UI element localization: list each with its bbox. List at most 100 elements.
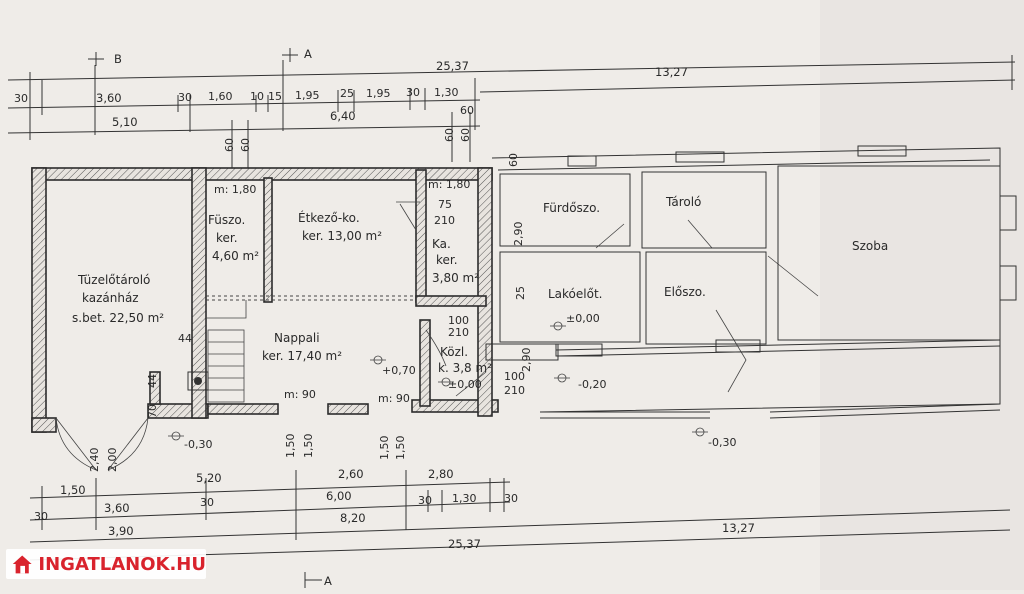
room-nappali-line1: Nappali xyxy=(274,331,320,345)
dim-top-7: 1,95 xyxy=(295,89,320,102)
room-kamra-ceiling: m: 1,80 xyxy=(428,178,470,191)
dim-inner-100b: 100 xyxy=(504,370,525,383)
room-kamra-line1: Ka. xyxy=(432,237,451,251)
watermark-logo: INGATLANOK.HU xyxy=(6,549,206,579)
level-marker-1: +0,70 xyxy=(370,355,416,377)
dim-bottom-h4: 1,50 xyxy=(302,434,315,459)
dim-top-row2-1: 5,10 xyxy=(112,115,138,129)
section-a-bottom-label: A xyxy=(324,574,332,588)
dim-inner-70: 70 xyxy=(146,404,159,418)
svg-text:-0,30: -0,30 xyxy=(708,436,736,449)
level-marker-4: -0,20 xyxy=(554,373,606,391)
dim-bottom-h2: 2,00 xyxy=(106,448,119,473)
dim-window-m90b: m: 90 xyxy=(378,392,410,405)
room-kozl-line1: Közl. xyxy=(440,345,468,359)
dim-mark-3: 60 xyxy=(443,128,456,142)
dim-bottom-r3-2: 3,90 xyxy=(108,524,134,538)
dim-inner-210c: 210 xyxy=(504,384,525,397)
level-markers: +0,70 ±0,00 ±0,00 -0,20 -0,30 -0,30 xyxy=(168,312,736,451)
dim-bottom-r2-6: 30 xyxy=(504,492,518,505)
dim-top-row2-2: 6,40 xyxy=(330,109,356,123)
dim-bottom-h1: 2,40 xyxy=(88,448,101,473)
dim-top-3: 30 xyxy=(178,91,192,104)
dim-top-4: 1,60 xyxy=(208,90,233,103)
dim-bottom-r3-3: 8,20 xyxy=(340,511,366,525)
room-etkezo-line1: Étkező-ko. xyxy=(298,210,360,225)
section-markers: B A A xyxy=(88,47,332,588)
dim-mark-4: 60 xyxy=(459,128,472,142)
dim-top-11: 1,30 xyxy=(434,86,459,99)
dim-mark-6: 60 xyxy=(507,153,520,167)
dim-inner-75: 75 xyxy=(438,198,452,211)
top-dimensions: 25,37 13,27 30 3,60 30 1,60 10 15 1,95 2… xyxy=(7,55,1016,168)
dim-bottom-h5: 1,50 xyxy=(378,436,391,461)
dim-top-8: 25 xyxy=(340,87,354,100)
walls xyxy=(31,167,499,433)
door-swings xyxy=(55,201,819,471)
dim-bottom-r2-3: 6,00 xyxy=(326,489,352,503)
room-kozl-area: k. 3,8 m² xyxy=(438,361,492,375)
dim-inner-44b: 44 xyxy=(146,374,159,388)
dim-bottom-r2-2: 30 xyxy=(200,496,214,509)
dim-bottom-r2-5: 1,30 xyxy=(452,492,477,505)
room-tarolo: Tároló xyxy=(665,195,701,209)
svg-text:-0,30: -0,30 xyxy=(184,438,212,451)
house-icon xyxy=(12,555,32,574)
svg-text:+0,70: +0,70 xyxy=(382,364,416,377)
svg-text:±0,00: ±0,00 xyxy=(566,312,600,325)
dim-top-5: 10 xyxy=(250,90,264,103)
dim-right-top: 13,27 xyxy=(655,65,688,79)
dim-inner-210a: 210 xyxy=(434,214,455,227)
dim-total-top: 25,37 xyxy=(436,59,469,73)
level-marker-5: -0,30 xyxy=(168,431,212,451)
room-labels: Tüzelőtároló kazánház s.bet. 22,50 m² m:… xyxy=(72,178,888,375)
dim-bottom-r2-4: 30 xyxy=(418,494,432,507)
dim-mark-1: 60 xyxy=(223,138,236,152)
room-tuzelo-area: s.bet. 22,50 m² xyxy=(72,311,164,325)
watermark-text: INGATLANOK.HU xyxy=(38,553,206,575)
dim-bottom-r1-3: 2,60 xyxy=(338,467,364,481)
dim-bottom-total: 25,37 xyxy=(448,537,481,551)
level-marker-2: ±0,00 xyxy=(550,312,600,331)
paper-shadow xyxy=(820,0,1024,590)
dim-bottom-r2-1: 3,60 xyxy=(104,501,130,515)
room-tuzelo-line2: kazánház xyxy=(82,291,139,305)
inner-dimensions: 75 210 2,90 25 100 210 2,90 100 210 44 4… xyxy=(146,198,533,418)
room-fuszer-ceiling: m: 1,80 xyxy=(214,183,256,196)
dim-bottom-r1-1: 1,50 xyxy=(60,483,86,497)
dim-top-10: 30 xyxy=(406,86,420,99)
dim-top-1: 30 xyxy=(14,92,28,105)
dim-bottom-r3-1: 30 xyxy=(34,510,48,523)
level-marker-6: -0,30 xyxy=(692,427,736,449)
room-eloszo: Előszo. xyxy=(664,285,706,299)
dim-top-6: 15 xyxy=(268,90,282,103)
room-furdo: Fürdőszo. xyxy=(543,201,600,215)
dim-inner-25: 25 xyxy=(514,286,527,300)
right-wing xyxy=(485,145,1017,419)
dim-bottom-r3-4: 13,27 xyxy=(722,521,755,535)
dim-bottom-h6: 1,50 xyxy=(394,436,407,461)
room-nappali-area: ker. 17,40 m² xyxy=(262,349,342,363)
room-etkezo-area: ker. 13,00 m² xyxy=(302,229,382,243)
level-marker-3: ±0,00 xyxy=(438,377,482,391)
section-a-top-label: A xyxy=(304,47,312,61)
svg-text:-0,20: -0,20 xyxy=(578,378,606,391)
dim-bottom-r1-4: 2,80 xyxy=(428,467,454,481)
dim-inner-44: 44 xyxy=(178,332,192,345)
dim-mark-5: 60 xyxy=(460,104,474,117)
room-fuszer-line1: Füszo. xyxy=(208,213,245,227)
room-tuzelo-line1: Tüzelőtároló xyxy=(77,273,150,287)
dim-bottom-r1-2: 5,20 xyxy=(196,471,222,485)
room-szoba: Szoba xyxy=(852,239,888,253)
dim-top-2: 3,60 xyxy=(96,91,122,105)
dim-inner-290a: 2,90 xyxy=(512,222,525,247)
dim-inner-290b: 2,90 xyxy=(520,348,533,373)
dim-top-9: 1,95 xyxy=(366,87,391,100)
dim-window-m90a: m: 90 xyxy=(284,388,316,401)
room-fuszer-line2: ker. xyxy=(216,231,238,245)
dim-mark-2: 60 xyxy=(239,138,252,152)
staircase xyxy=(187,329,245,403)
section-b-label: B xyxy=(114,52,122,66)
